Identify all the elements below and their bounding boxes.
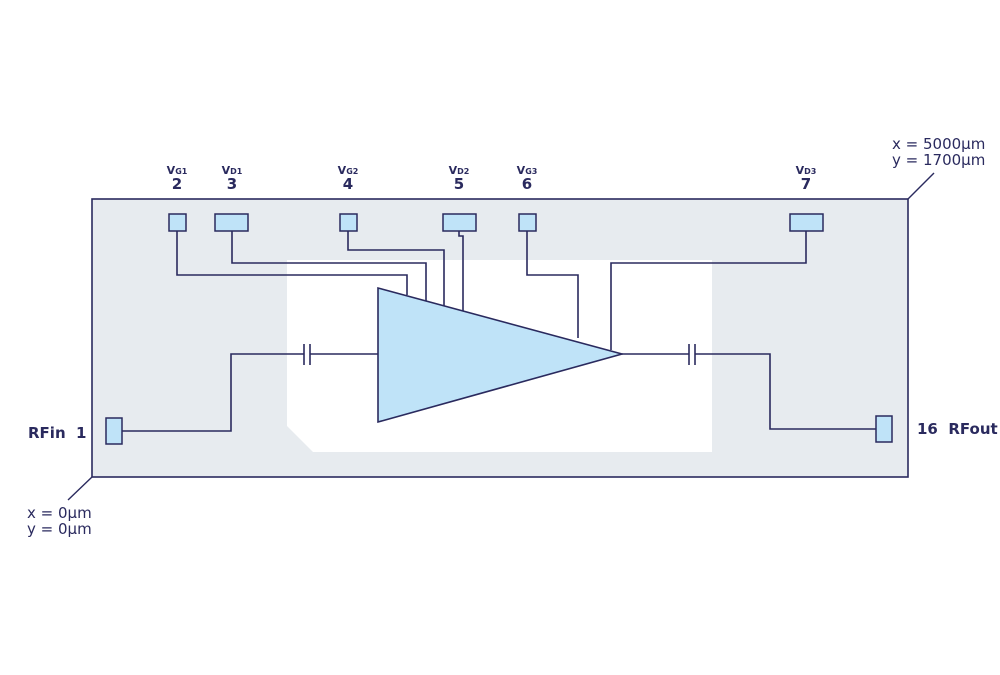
pin-label-vg3: VG3 6 <box>517 164 538 193</box>
coord-top-right-y: y = 1700µm <box>892 151 985 169</box>
svg-text:VD1: VD1 <box>222 164 243 177</box>
svg-text:VG3: VG3 <box>517 164 538 177</box>
vg2-wire <box>347 230 445 306</box>
rfin-label: RFin 1 <box>28 424 87 442</box>
top-right-leader <box>907 172 935 200</box>
pad-rfout <box>875 415 893 443</box>
pad-vg3 <box>518 213 537 232</box>
vg1-wire <box>176 230 408 295</box>
vd1-wire <box>231 231 427 301</box>
coord-bottom-left-x: x = 0µm <box>27 504 92 522</box>
pin-label-vd1: VD1 3 <box>222 164 243 193</box>
svg-text:7: 7 <box>801 175 811 193</box>
vd2-wire <box>458 231 464 311</box>
pad-vd2 <box>442 213 477 232</box>
svg-text:VD2: VD2 <box>449 164 470 177</box>
pad-vd3 <box>789 213 824 232</box>
rfout-label: 16 RFout <box>917 420 998 438</box>
pin-label-vd3: VD3 7 <box>796 164 817 193</box>
svg-text:6: 6 <box>522 175 532 193</box>
svg-text:3: 3 <box>227 175 237 193</box>
svg-text:4: 4 <box>343 175 353 193</box>
bottom-left-leader <box>67 476 93 501</box>
amplifier-triangle <box>377 286 626 424</box>
svg-text:2: 2 <box>172 175 182 193</box>
svg-text:VG1: VG1 <box>167 164 188 177</box>
rfout-wire <box>695 353 876 430</box>
coord-top-right-x: x = 5000µm <box>892 135 985 153</box>
svg-text:VG2: VG2 <box>338 164 359 177</box>
pad-vd1 <box>214 213 249 232</box>
svg-text:VD3: VD3 <box>796 164 817 177</box>
svg-text:5: 5 <box>454 175 464 193</box>
pad-vg1 <box>168 213 187 232</box>
pin-label-vg2: VG2 4 <box>338 164 359 193</box>
pin-label-vd2: VD2 5 <box>449 164 470 193</box>
vd3-wire <box>610 231 807 350</box>
rfin-wire <box>121 353 304 432</box>
vg3-wire <box>526 230 579 338</box>
pin-label-vg1: VG1 2 <box>167 164 188 193</box>
coord-bottom-left-y: y = 0µm <box>27 520 92 538</box>
pad-rfin <box>105 417 123 445</box>
pad-vg2 <box>339 213 358 232</box>
